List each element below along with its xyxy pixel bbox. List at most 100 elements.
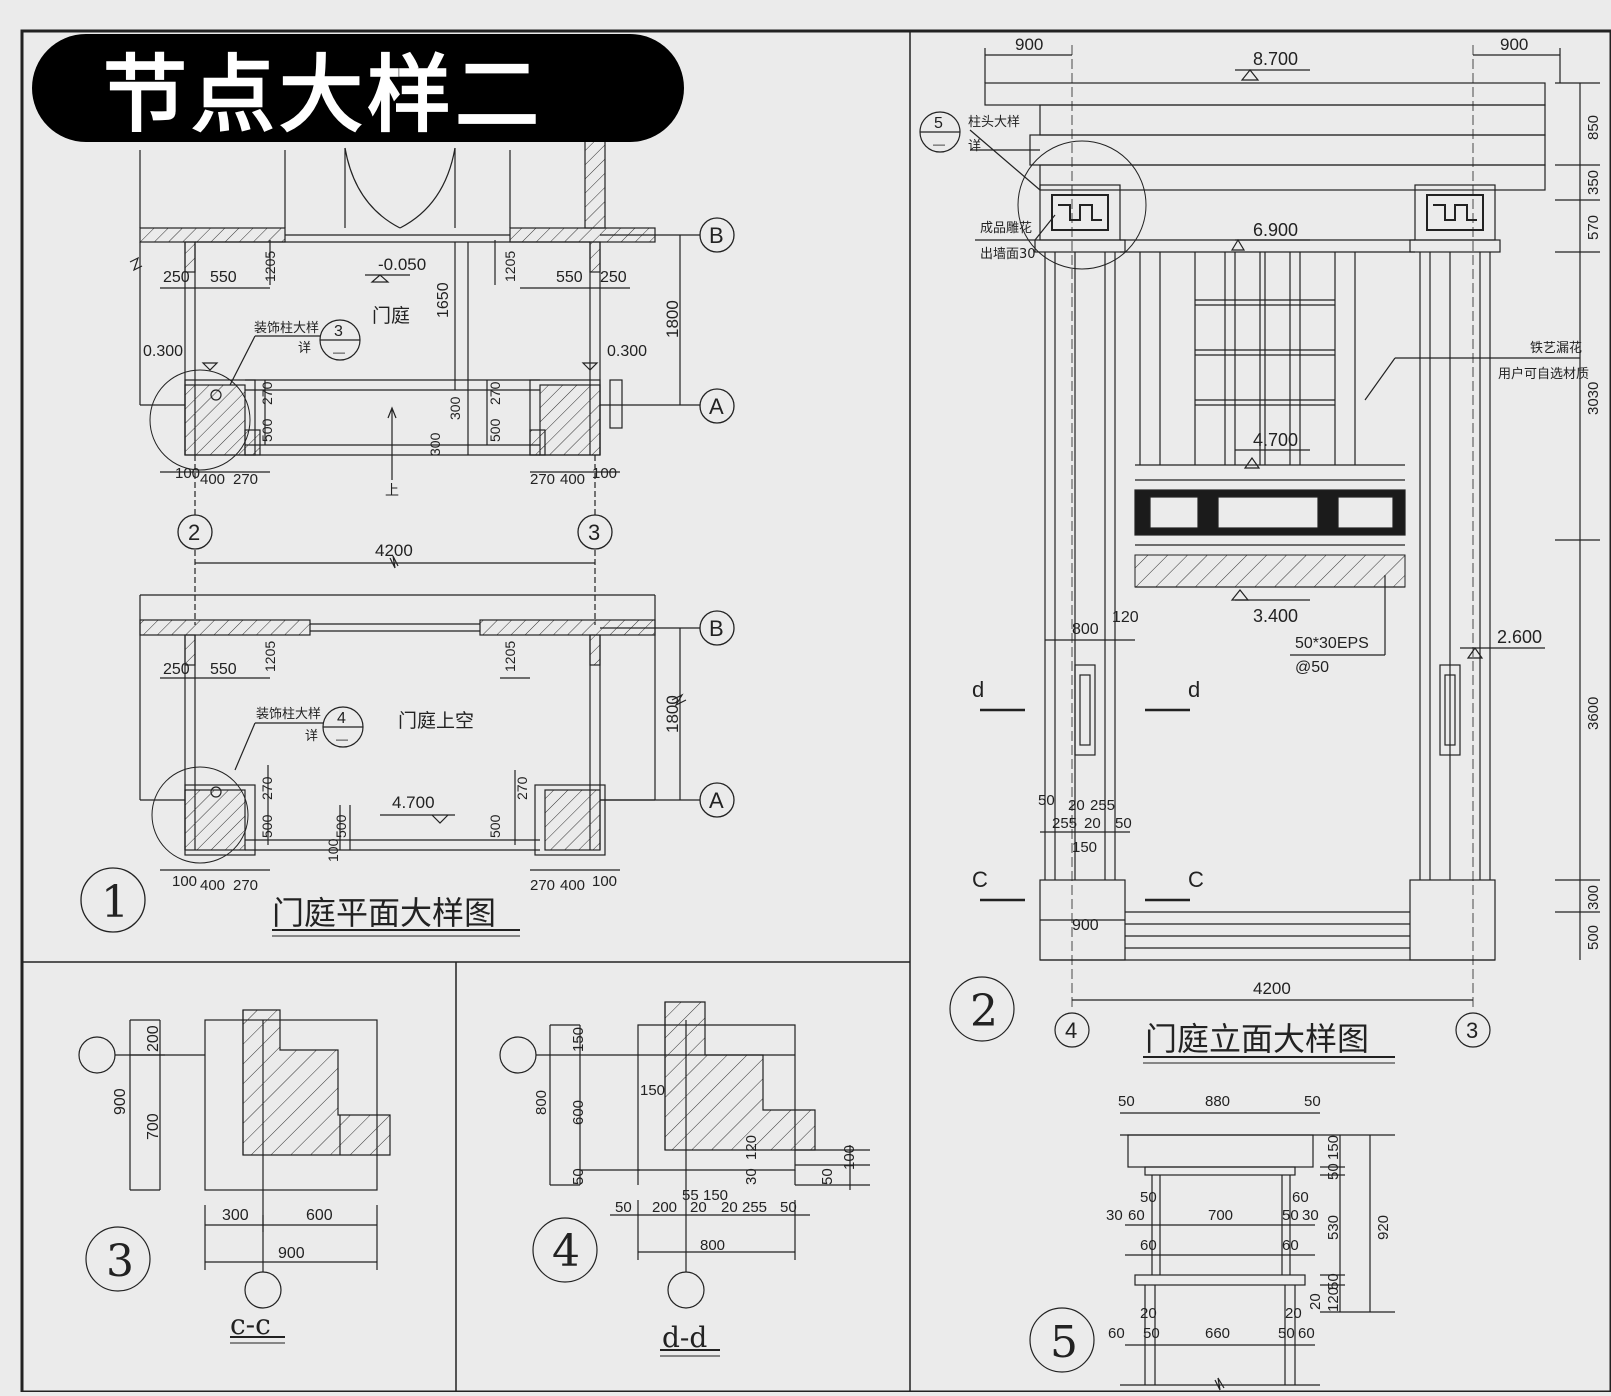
cc-title: c-c	[230, 1308, 271, 1341]
upper-dim-1205-l: 1205	[262, 641, 278, 672]
elev-right-dim-3030: 3030	[1585, 382, 1602, 415]
elev-section-d-right: d	[1188, 677, 1200, 702]
dd-bot-50b: 50	[780, 1199, 797, 1216]
elev-right-dim-300: 300	[1585, 885, 1602, 910]
elev-col-dim-20a: 20	[1068, 797, 1085, 814]
upper-dim-100: 100	[325, 838, 341, 862]
axis-bubble	[699, 610, 735, 646]
cap-right-20: 20	[1307, 1293, 1324, 1310]
cc-dim-200: 200	[145, 1025, 162, 1052]
elev-section-c-left: C	[972, 867, 988, 892]
elev-callout-sub: 详	[968, 139, 981, 154]
elevation-detail-number: 2	[970, 986, 998, 1037]
dd-bot-150: 150	[703, 1187, 728, 1204]
elevation-title: 门庭立面大样图	[1145, 1020, 1369, 1058]
elev-col-dim-150: 150	[1072, 839, 1097, 856]
upper-dim-100-l: 100	[172, 873, 197, 890]
cap-r20a: 20	[1140, 1305, 1157, 1322]
upper-callout-label: 装饰柱大样	[256, 707, 321, 722]
cap-bot-60b: 60	[1298, 1325, 1315, 1342]
ground-dim-400-l: 400	[200, 471, 225, 488]
dd-dim-50r: 50	[819, 1168, 836, 1185]
elev-level-6900: 6.900	[1253, 220, 1298, 240]
ground-dim-250-r: 250	[600, 269, 627, 286]
dd-dim-150: 150	[640, 1082, 665, 1099]
ground-room-label: 门庭	[372, 305, 410, 327]
elev-right-dim-850: 850	[1585, 115, 1602, 140]
upper-dim-500-r: 500	[487, 814, 503, 838]
elevation-labels: 900 900 8.700 6.900 4.700 3.400 2.600 85…	[933, 35, 1602, 1043]
upper-dim-400-r: 400	[560, 877, 585, 894]
cap-top-50a: 50	[1118, 1093, 1135, 1110]
elev-dim-900-left: 900	[1015, 35, 1043, 54]
cap-mid-700: 700	[1208, 1207, 1233, 1224]
elev-col-dim-50a: 50	[1038, 792, 1055, 809]
elev-axis-4: 4	[1065, 1018, 1077, 1043]
dd-bot-55: 55	[682, 1187, 699, 1204]
ground-dim-270-lb: 270	[233, 471, 258, 488]
upper-dim-400-l: 400	[200, 877, 225, 894]
elev-note-eps-1: 50*30EPS	[1295, 635, 1369, 652]
section-cc	[78, 1009, 391, 1344]
dd-dim-30: 30	[743, 1168, 760, 1185]
ground-dim-270-l: 270	[259, 381, 275, 405]
cap-right-120: 120	[1325, 1287, 1342, 1312]
elev-col-dim-50b: 50	[1115, 815, 1132, 832]
cap-r60b: 60	[1282, 1237, 1299, 1254]
capital-labels: 50 880 50 30 60 50 700 50 60 30 60 60 20…	[1106, 1093, 1392, 1342]
dd-bot-20a: 20	[690, 1199, 707, 1216]
elev-callout-dash: —	[933, 137, 945, 151]
upper-floor-plan	[139, 550, 700, 871]
upper-room-label: 门庭上空	[398, 710, 474, 732]
dd-dim-50: 50	[570, 1168, 587, 1185]
elev-callout-label: 柱头大样	[968, 115, 1020, 130]
ground-callout-num: 3	[334, 323, 343, 340]
elev-level-4700: 4.700	[1253, 430, 1298, 450]
dd-dim-800v: 800	[533, 1090, 550, 1115]
ground-dim-100-l: 100	[175, 465, 200, 482]
cap-r60a: 60	[1140, 1237, 1157, 1254]
cap-mid-60b: 60	[1292, 1189, 1309, 1206]
upper-level: 4.700	[392, 793, 435, 812]
title-banner: 节点大样二	[32, 34, 684, 144]
cap-top-50b: 50	[1304, 1093, 1321, 1110]
cap-mid-50a: 50	[1140, 1189, 1157, 1206]
dd-bot-200: 200	[652, 1199, 677, 1216]
upper-dim-270-r: 270	[514, 776, 530, 800]
upper-dim-1205-r: 1205	[502, 641, 518, 672]
elev-right-dim-350: 350	[1585, 170, 1602, 195]
dd-detail-number: 4	[552, 1226, 580, 1277]
cc-dim-900v: 900	[112, 1088, 129, 1115]
dd-bot-20b: 20	[721, 1199, 738, 1216]
elev-level-8700: 8.700	[1253, 49, 1298, 69]
elev-col-dim-255a: 255	[1090, 797, 1115, 814]
axis-bubble	[577, 514, 613, 550]
dd-bot-255: 255	[742, 1199, 767, 1216]
dd-dim-800h: 800	[700, 1237, 725, 1254]
upper-plan-labels: 4200 250 550 1205 1205 1800 门庭上空 4.700 2…	[163, 541, 724, 894]
elev-col-dim-20b: 20	[1084, 815, 1101, 832]
ground-dim-300-a: 300	[447, 396, 463, 420]
ground-level-right: 0.300	[607, 343, 647, 360]
ground-dim-400-r: 400	[560, 471, 585, 488]
ground-dim-270-rb: 270	[530, 471, 555, 488]
sheet-title: 节点大样二	[102, 45, 543, 144]
elev-dim-4200: 4200	[1253, 979, 1291, 998]
cap-mid-60a: 60	[1128, 1207, 1145, 1224]
dd-dim-100: 100	[841, 1145, 858, 1170]
dd-dim-150v: 150	[570, 1027, 587, 1052]
upper-dim-500-l: 500	[259, 814, 275, 838]
elev-level-3400: 3.400	[1253, 606, 1298, 626]
ground-dim-270-r: 270	[487, 381, 503, 405]
cap-mid-30a: 30	[1106, 1207, 1123, 1224]
cc-dim-600: 600	[306, 1207, 333, 1224]
elev-right-dim-500: 500	[1585, 925, 1602, 950]
axis-2-label: 2	[188, 520, 200, 545]
upper-dim-100-r: 100	[592, 873, 617, 890]
dd-dim-600: 600	[570, 1100, 587, 1125]
cap-bot-50b: 50	[1278, 1325, 1295, 1342]
elev-note-iron-2: 用户可自选材质	[1498, 366, 1589, 382]
section-dd	[499, 1001, 870, 1357]
dd-title: d-d	[662, 1321, 707, 1354]
axis-3-label: 3	[588, 520, 600, 545]
